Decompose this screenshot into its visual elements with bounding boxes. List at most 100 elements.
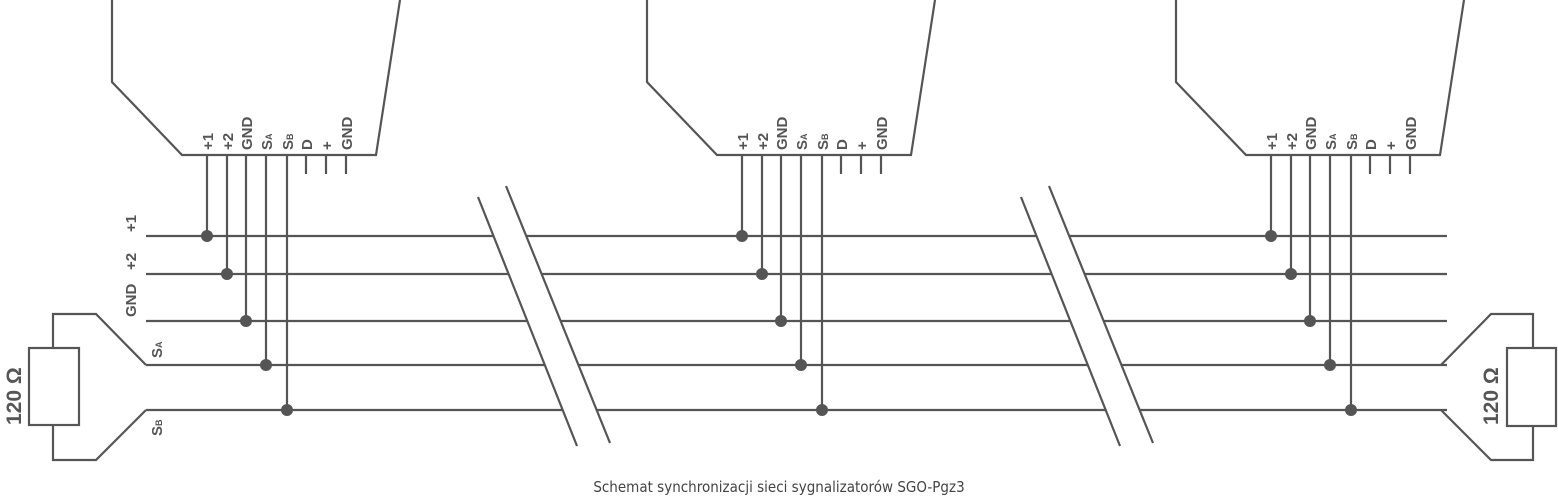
- bus-label-subscript: A: [154, 341, 164, 348]
- pin-label-main: S: [815, 140, 832, 150]
- diagram-caption: Schemat synchronizacji sieci sygnalizato…: [593, 478, 965, 496]
- pin-label-subscript: A: [1328, 133, 1338, 140]
- pin-label: +: [1383, 141, 1400, 150]
- junction-dot: [1324, 359, 1336, 371]
- junction-dot: [240, 315, 252, 327]
- pin-label-main: GND: [239, 117, 256, 151]
- junction-dot: [736, 230, 748, 242]
- pin-label-main: D: [1363, 139, 1380, 150]
- break-mark-line: [1047, 185, 1155, 444]
- bus-label: SB: [149, 419, 166, 436]
- bus-label: SA: [149, 341, 166, 358]
- device-housing: [1174, 0, 1466, 157]
- pin-label: +2: [755, 133, 772, 150]
- pin-label-main: GND: [339, 117, 356, 151]
- device-housing: [110, 0, 402, 157]
- pin-label: +1: [735, 133, 752, 150]
- pin-label: SA: [259, 133, 276, 150]
- pin-label: SA: [1323, 133, 1340, 150]
- bus-label: +1: [123, 215, 140, 232]
- resistor-right: [1505, 346, 1558, 428]
- pin-label: GND: [1403, 117, 1420, 151]
- junction-dot: [201, 230, 213, 242]
- pin-label: GND: [339, 117, 356, 151]
- pin-label-main: +: [1383, 141, 1400, 150]
- pin-label-main: GND: [1303, 117, 1320, 151]
- junction-dot: [816, 404, 828, 416]
- junction-dot: [756, 268, 768, 280]
- pin-label: SB: [280, 133, 297, 150]
- bus-label-main: S: [149, 426, 166, 436]
- pin-label: +2: [220, 133, 237, 150]
- pin-label: +: [854, 141, 871, 150]
- bus-label: GND: [123, 284, 140, 318]
- pin-label-main: +1: [1264, 133, 1281, 150]
- pin-label-main: D: [299, 139, 316, 150]
- pin-label: SB: [1344, 133, 1361, 150]
- pin-label: SB: [815, 133, 832, 150]
- pin-label-subscript: B: [285, 133, 295, 140]
- pin-label-subscript: B: [820, 133, 830, 140]
- junction-dot: [775, 315, 787, 327]
- break-mark-line: [1019, 196, 1122, 447]
- junction-dot: [1285, 268, 1297, 280]
- terminator-wire-right: [1440, 409, 1535, 462]
- pin-label-main: +1: [735, 133, 752, 150]
- pin-label: GND: [874, 117, 891, 151]
- pin-label-main: +1: [200, 133, 217, 150]
- pin-label-main: +2: [1284, 133, 1301, 150]
- pin-label-main: D: [834, 139, 851, 150]
- pin-label-main: +: [319, 141, 336, 150]
- device-housing: [645, 0, 937, 157]
- pin-label-main: +: [854, 141, 871, 150]
- pin-label-main: S: [259, 140, 276, 150]
- break-gap-1: [478, 186, 610, 446]
- pin-label: D: [299, 139, 316, 150]
- junction-dot: [281, 404, 293, 416]
- pin-label: +: [319, 141, 336, 150]
- pin-label: +1: [1264, 133, 1281, 150]
- break-mark-line: [504, 185, 612, 444]
- pin-label-main: +2: [755, 133, 772, 150]
- resistor-left: [27, 346, 81, 427]
- pin-label-main: GND: [1403, 117, 1420, 151]
- pin-label-main: +2: [220, 133, 237, 150]
- junction-dot: [795, 359, 807, 371]
- pin-label-main: GND: [874, 117, 891, 151]
- pin-label: +2: [1284, 133, 1301, 150]
- pin-label: GND: [239, 117, 256, 151]
- pin-label-subscript: B: [1349, 133, 1359, 140]
- pin-label-main: S: [1344, 140, 1361, 150]
- terminator-wire-right: [1440, 312, 1535, 366]
- pin-label-main: GND: [774, 117, 791, 151]
- junction-dot: [1265, 230, 1277, 242]
- pin-label: GND: [1303, 117, 1320, 151]
- junction-dot: [1345, 404, 1357, 416]
- junction-dot: [1304, 315, 1316, 327]
- pin-label: D: [834, 139, 851, 150]
- bus-label: +2: [123, 253, 140, 270]
- junction-dot: [221, 268, 233, 280]
- junction-dot: [260, 359, 272, 371]
- terminator-wire-left: [51, 409, 147, 462]
- break-mark-line: [476, 196, 579, 447]
- resistor-right-label: 120 Ω: [1480, 367, 1503, 425]
- pin-label: GND: [774, 117, 791, 151]
- pin-label-subscript: A: [264, 133, 274, 140]
- pin-label: +1: [200, 133, 217, 150]
- bus-label-main: S: [149, 348, 166, 358]
- bus-label-main: +2: [123, 253, 140, 270]
- break-gap-2: [1021, 186, 1153, 446]
- pin-label-subscript: A: [799, 133, 809, 140]
- bus-label-subscript: B: [154, 419, 164, 426]
- pin-label: D: [1363, 139, 1380, 150]
- terminator-wire-left: [51, 312, 147, 366]
- pin-label: SA: [794, 133, 811, 150]
- bus-label-main: GND: [123, 284, 140, 318]
- pin-label-main: S: [794, 140, 811, 150]
